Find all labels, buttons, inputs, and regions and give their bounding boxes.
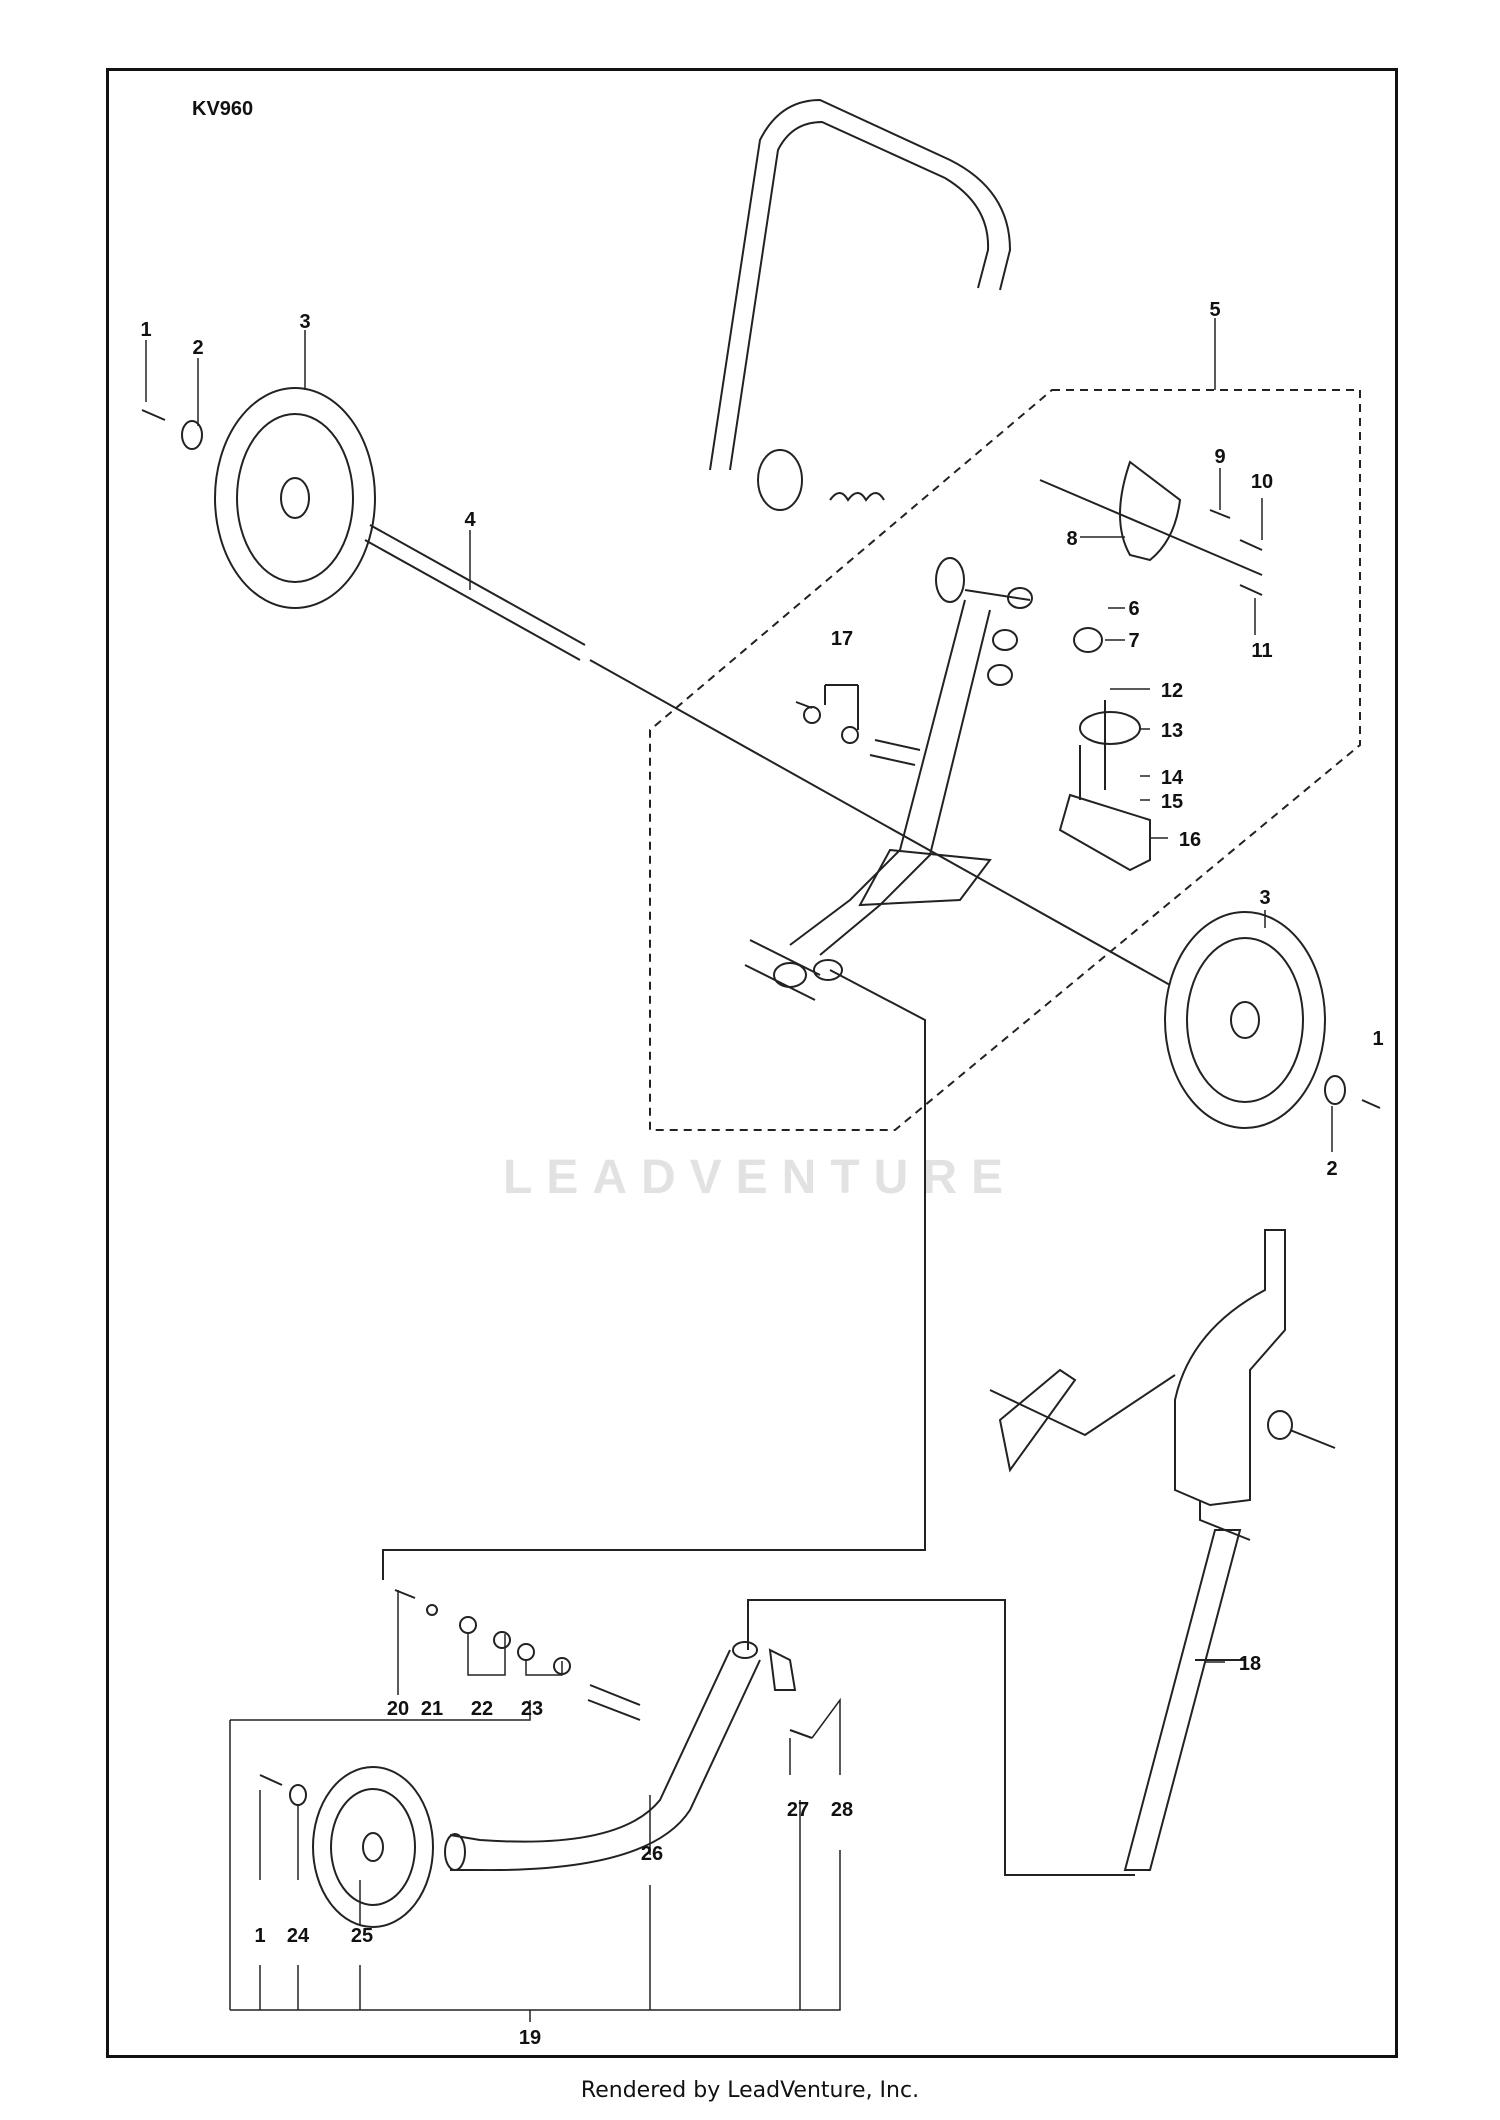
link-plate [998, 1368, 1077, 1473]
callout-20: 20 [387, 1698, 409, 1720]
callout-19: 19 [519, 2027, 541, 2049]
footer-credit: Rendered by LeadVenture, Inc. [580, 2078, 920, 2103]
callout-24: 24 [287, 1925, 310, 1947]
washer-7 [1073, 627, 1103, 653]
side-plate [1174, 1229, 1286, 1507]
spring [829, 492, 885, 502]
clamp-13 [1079, 711, 1141, 745]
wheel-3-right [1164, 911, 1326, 1129]
bent-tube-26 [449, 1649, 761, 1872]
callout-1-lower: 1 [254, 1925, 265, 1947]
callout-8: 8 [1066, 528, 1077, 550]
callout-22: 22 [471, 1698, 493, 1720]
callout-18: 18 [1239, 1653, 1261, 1675]
callout-25: 25 [351, 1925, 373, 1947]
washer-2-left [181, 420, 203, 450]
frame-tube [744, 939, 821, 1001]
callout-1: 1 [140, 319, 151, 341]
watermark: LEADVENTURE [502, 1151, 1018, 1204]
lever-18 [1123, 1529, 1242, 1871]
callout-6: 6 [1128, 598, 1139, 620]
callout-15: 15 [1161, 791, 1183, 813]
callout-28: 28 [831, 1799, 853, 1821]
callout-3-right: 3 [1259, 887, 1270, 909]
callout-11: 11 [1251, 640, 1272, 662]
callout-2: 2 [192, 337, 203, 359]
bolt-1-lower [259, 1774, 283, 1786]
washer-2-right [1324, 1075, 1346, 1105]
assembly-5-outline [649, 389, 1361, 1131]
gear-segment-8 [1119, 460, 1182, 562]
frame-plate [858, 848, 992, 907]
callout-21: 21 [421, 1698, 443, 1720]
handle-gear [757, 449, 803, 511]
bracket-16 [1058, 793, 1151, 872]
callout-2-right: 2 [1326, 1158, 1337, 1180]
bolt-1-right [1361, 1099, 1381, 1109]
frame-upright [789, 599, 991, 956]
diagram-frame [106, 68, 1398, 2058]
callout-14: 14 [1161, 767, 1184, 789]
callout-5: 5 [1209, 299, 1220, 321]
callout-3: 3 [299, 311, 310, 333]
callout-16: 16 [1179, 829, 1201, 851]
callout-4: 4 [464, 509, 476, 531]
model-label: KV960 [192, 98, 254, 120]
washer-24 [289, 1784, 307, 1806]
callout-12: 12 [1161, 680, 1183, 702]
callout-17: 17 [831, 628, 853, 650]
callout-27: 27 [787, 1799, 809, 1821]
bolt-1-left [141, 409, 166, 421]
callout-23: 23 [521, 1698, 543, 1720]
callout-26: 26 [641, 1843, 663, 1865]
callout-13: 13 [1161, 720, 1183, 742]
axle-4 [364, 524, 586, 661]
handle-bar [709, 98, 1012, 471]
callout-7: 7 [1128, 630, 1139, 652]
part-28 [768, 1648, 797, 1691]
callout-10: 10 [1251, 471, 1273, 493]
wheel-25 [312, 1766, 434, 1928]
wheel-3-left [214, 387, 376, 609]
callout-9: 9 [1214, 446, 1225, 468]
callout-1-right: 1 [1372, 1028, 1383, 1050]
